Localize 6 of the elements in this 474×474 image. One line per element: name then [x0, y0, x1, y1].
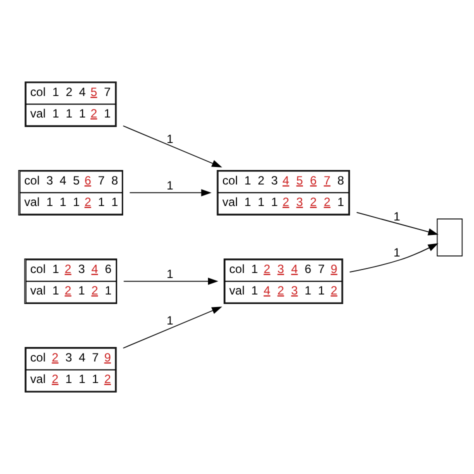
edge-label: 1 — [394, 246, 400, 260]
edge-label: 1 — [394, 209, 400, 224]
edge-label: 1 — [166, 266, 174, 281]
edge-label: 1 — [166, 132, 174, 146]
edge-label: 1 — [166, 313, 174, 328]
edge-label: 1 — [166, 178, 174, 192]
